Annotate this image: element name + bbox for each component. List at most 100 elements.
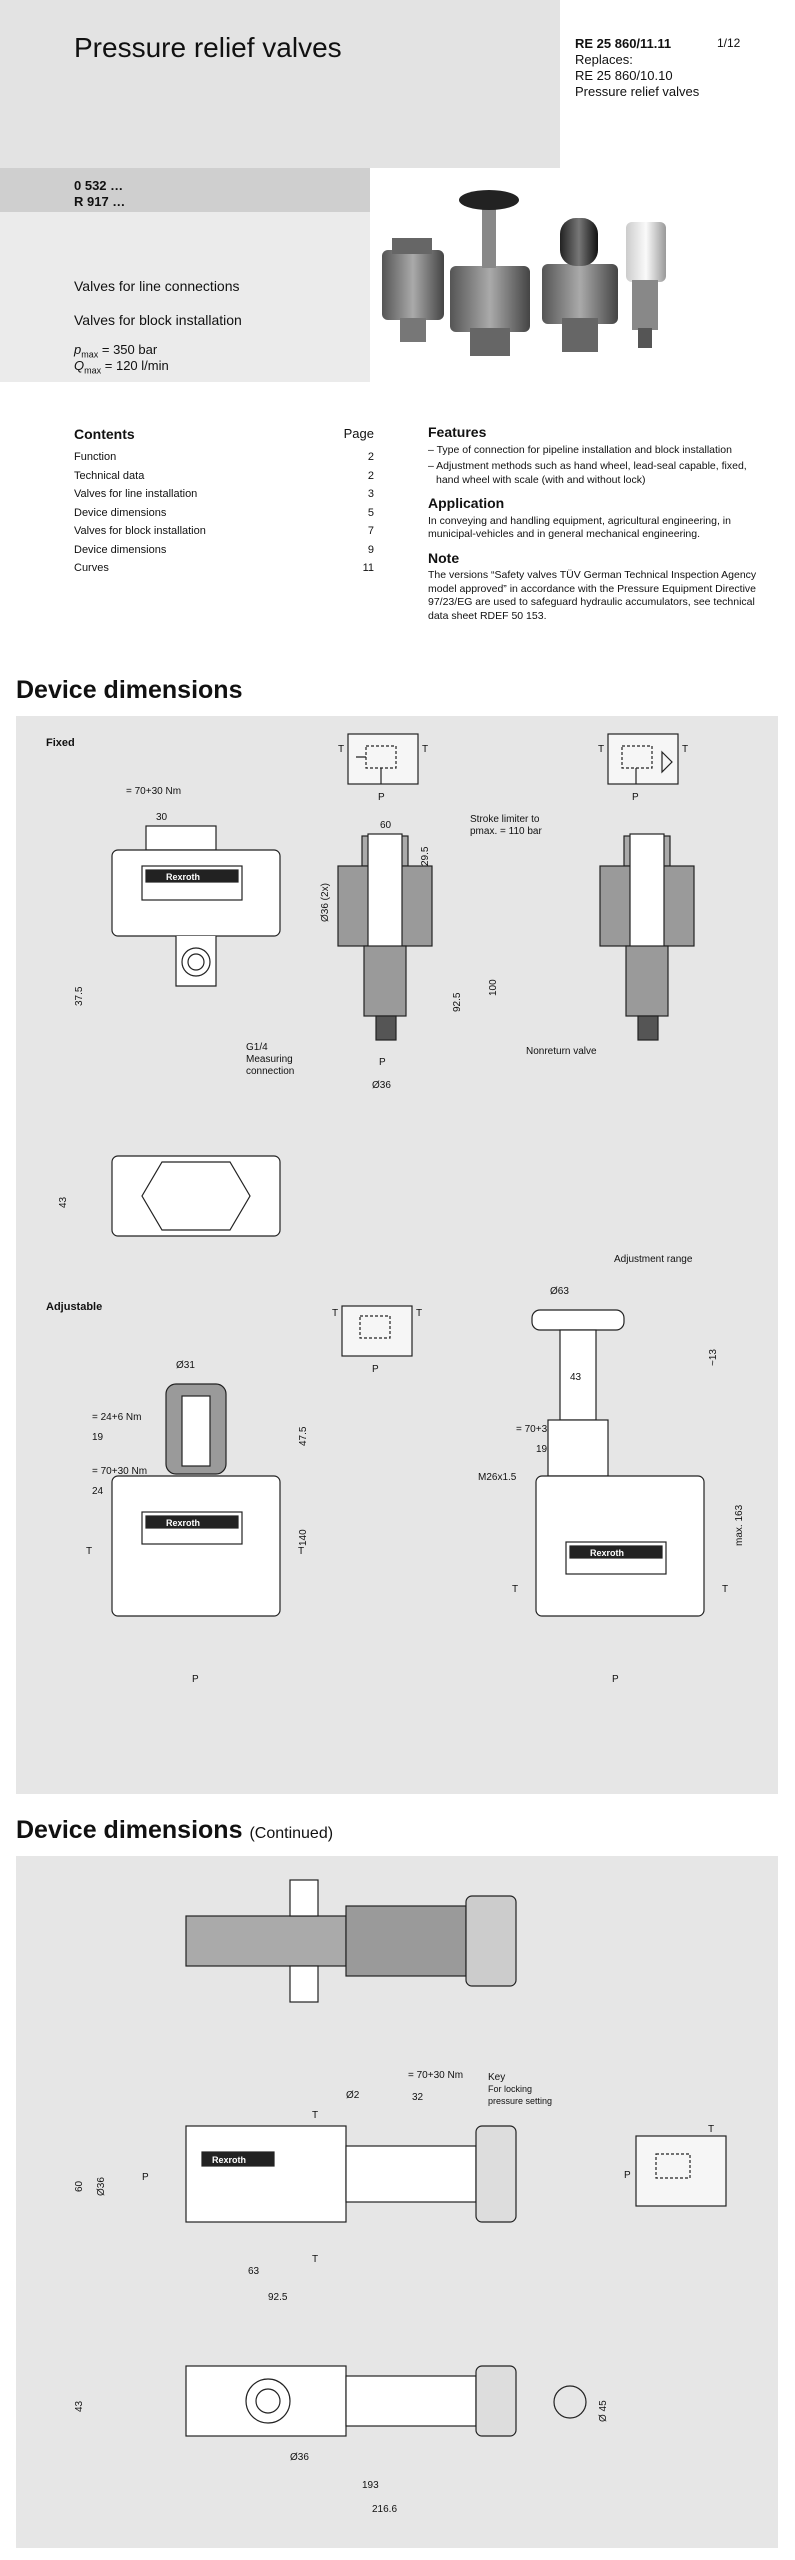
port-t: T	[86, 1546, 92, 1557]
torque-label: = 24+6 Nm	[92, 1412, 141, 1423]
port-p: P	[142, 2172, 149, 2183]
port-p: P	[192, 1674, 199, 1685]
type-code: 0 532 …	[74, 178, 124, 193]
doc-info: RE 25 860/11.11 Replaces: RE 25 860/10.1…	[575, 36, 699, 100]
section-title: Device dimensions	[16, 676, 243, 704]
contents-page-label: Page	[343, 426, 374, 441]
symbol-block	[635, 2135, 727, 2207]
doc-number: RE 25 860/11.11	[575, 36, 672, 51]
torque-label: = 70+30 Nm	[126, 786, 181, 797]
block-valve-bottom: 43 Ø 45 Ø36 193 216.6	[74, 2365, 609, 2515]
stroke-limiter-label: Stroke limiter to	[470, 814, 540, 825]
header-panel	[0, 0, 560, 168]
dim-36-2x: Ø36 (2x)	[320, 883, 331, 922]
feature-item: – Type of connection for pipeline instal…	[428, 443, 732, 456]
symbol-fixed-1	[347, 733, 419, 785]
port-p: P	[379, 1057, 386, 1068]
symbol-fixed-2	[607, 733, 679, 785]
measuring-label: connection	[246, 1066, 294, 1077]
features-column: Features – Type of connection for pipeli…	[428, 425, 768, 633]
drawing-panel-2: = 70+30 Nm Ø2 32 Key For locking pressur…	[16, 1856, 778, 2548]
dim-193: 193	[362, 2480, 379, 2491]
dim-100: 100	[488, 979, 499, 996]
torque-label: = 70+30 Nm	[92, 1466, 147, 1477]
adjustable-label: Adjustable	[46, 1301, 102, 1313]
drawing-panel-1: Fixed T T P T T P = 70+30 Nm 30 Rexroth	[16, 716, 778, 1794]
brand-logo: Rexroth	[166, 872, 200, 882]
block-valve-section	[185, 1879, 517, 2003]
fixed-label: Fixed	[46, 737, 75, 749]
fixed-valve-bottom: 43	[58, 1155, 281, 1237]
measuring-label: Measuring	[246, 1054, 293, 1065]
code-strip	[0, 168, 370, 212]
block-valve-front: = 70+30 Nm Ø2 32 Key For locking pressur…	[74, 2070, 552, 2303]
dim-60: 60	[74, 2180, 85, 2192]
port-t: T	[512, 1584, 518, 1595]
port-t: T	[298, 1546, 304, 1557]
dim-13: ~13	[708, 1349, 719, 1366]
key-label: For locking	[488, 2084, 532, 2094]
nonreturn-label: Nonreturn valve	[526, 1046, 597, 1057]
port-p: P	[372, 1364, 379, 1375]
dim-45: Ø 45	[598, 2400, 609, 2422]
valve-handwheel	[450, 190, 530, 356]
port-t: T	[416, 1308, 422, 1319]
dim-295: 29.5	[420, 846, 431, 866]
measuring-label: G1/4	[246, 1042, 268, 1053]
section-title: Device dimensions (Continued)	[16, 1816, 334, 1844]
dim-36: Ø36	[372, 1080, 391, 1091]
port-t: T	[312, 2110, 318, 2121]
dim-925: 92.5	[452, 992, 463, 1012]
valve-cap	[542, 218, 618, 352]
adjustment-range-label: Adjustment range	[614, 1254, 693, 1265]
valve-block	[626, 222, 666, 348]
product-photo	[370, 168, 795, 382]
brand-logo: Rexroth	[212, 2155, 246, 2165]
replaces-title: Pressure relief valves	[575, 84, 700, 99]
port-t: T	[682, 744, 688, 755]
adjustable-valve-front: Ø31 = 24+6 Nm 19 = 70+30 Nm 24 Rexroth 4…	[86, 1360, 309, 1685]
port-p: P	[612, 1674, 619, 1685]
stroke-limiter-label: pmax. = 110 bar	[470, 826, 542, 837]
port-t: T	[338, 744, 344, 755]
page-number: 1/12	[717, 36, 741, 50]
replaces-label: Replaces:	[575, 52, 633, 67]
port-t: T	[708, 2124, 714, 2135]
dim-43: 43	[58, 1196, 69, 1208]
dim-43: 43	[570, 1372, 582, 1383]
port-t: T	[722, 1584, 728, 1595]
note-text: The versions “Safety valves TÜV German T…	[428, 569, 757, 622]
dim-2166: 216.6	[372, 2504, 397, 2515]
adjustable-valve-handwheel: Adjustment range Ø63 43 ~13 = 70+30 Nm 1…	[478, 1254, 745, 1685]
contents-title: Contents	[74, 426, 135, 442]
dim-19: 19	[536, 1444, 548, 1455]
port-t: T	[312, 2254, 318, 2265]
type-code: R 917 …	[74, 194, 126, 209]
brand-logo: Rexroth	[590, 1548, 624, 1558]
note-title: Note	[428, 549, 460, 566]
description-line: Valves for block installation	[74, 312, 242, 328]
dim-36: Ø36	[290, 2452, 309, 2463]
brand-logo: Rexroth	[166, 1518, 200, 1528]
dim-140: 140	[298, 1529, 309, 1546]
dim-19: 19	[92, 1432, 104, 1443]
type-codes: 0 532 … R 917 …	[74, 178, 125, 210]
symbol-adjustable	[341, 1305, 413, 1357]
spec-pmax: pmax = 350 bar	[74, 342, 158, 360]
dim-2: Ø2	[346, 2090, 360, 2101]
replaces-number: RE 25 860/10.10	[575, 68, 673, 83]
port-t: T	[598, 744, 604, 755]
dim-925: 92.5	[268, 2292, 288, 2303]
dim-63: Ø63	[550, 1286, 569, 1297]
port-t: T	[332, 1308, 338, 1319]
torque-label: = 70+30 Nm	[516, 1424, 571, 1435]
key-label: Key	[488, 2072, 505, 2083]
